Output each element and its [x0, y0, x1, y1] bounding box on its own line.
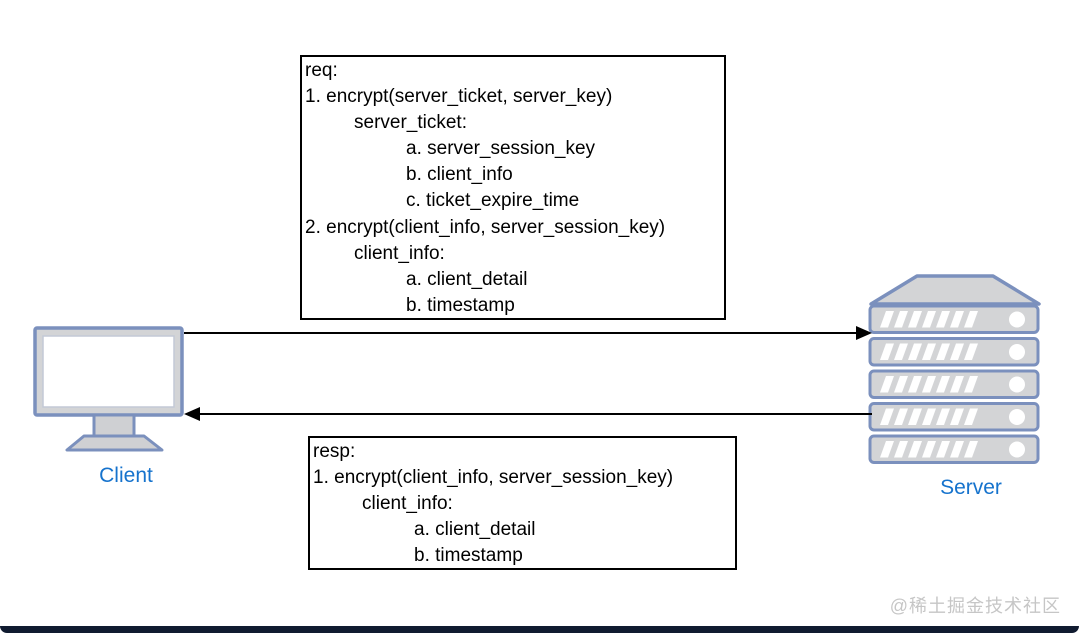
request-box-line: c. ticket_expire_time	[406, 190, 580, 212]
request-arrowhead-icon	[856, 326, 872, 340]
bottom-bar	[0, 626, 1079, 633]
response-box-line: b. timestamp	[414, 545, 523, 567]
server-rack-icon	[868, 273, 1042, 471]
request-box-line: 1. encrypt(server_ticket, server_key)	[305, 86, 613, 108]
client-label: Client	[99, 464, 153, 487]
response-arrowhead-icon	[184, 407, 200, 421]
request-box-line: req:	[305, 60, 338, 81]
request-box-line: server_ticket:	[354, 112, 467, 134]
request-arrow-line	[184, 332, 858, 334]
request-details-box: req: 1. encrypt(server_ticket, server_ke…	[300, 55, 726, 320]
response-box-line: 1. encrypt(client_info, server_session_k…	[313, 467, 674, 489]
server-label: Server	[940, 476, 1002, 499]
response-box-line: resp:	[313, 441, 356, 462]
request-box-line: a. client_detail	[406, 268, 528, 290]
response-arrow-line	[198, 413, 872, 415]
desktop-monitor-icon	[33, 326, 185, 459]
request-box-line: b. client_info	[406, 164, 513, 186]
request-box-line: 2. encrypt(client_info, server_session_k…	[305, 216, 666, 238]
request-box-line: client_info:	[354, 242, 445, 264]
response-details-box: resp: 1. encrypt(client_info, server_ses…	[308, 436, 737, 570]
watermark: @稀土掘金技术社区	[889, 596, 1061, 616]
response-box-line: a. client_detail	[414, 519, 536, 541]
response-box-line: client_info:	[362, 493, 453, 515]
request-box-line: a. server_session_key	[406, 138, 596, 160]
request-box-line: b. timestamp	[406, 294, 515, 316]
